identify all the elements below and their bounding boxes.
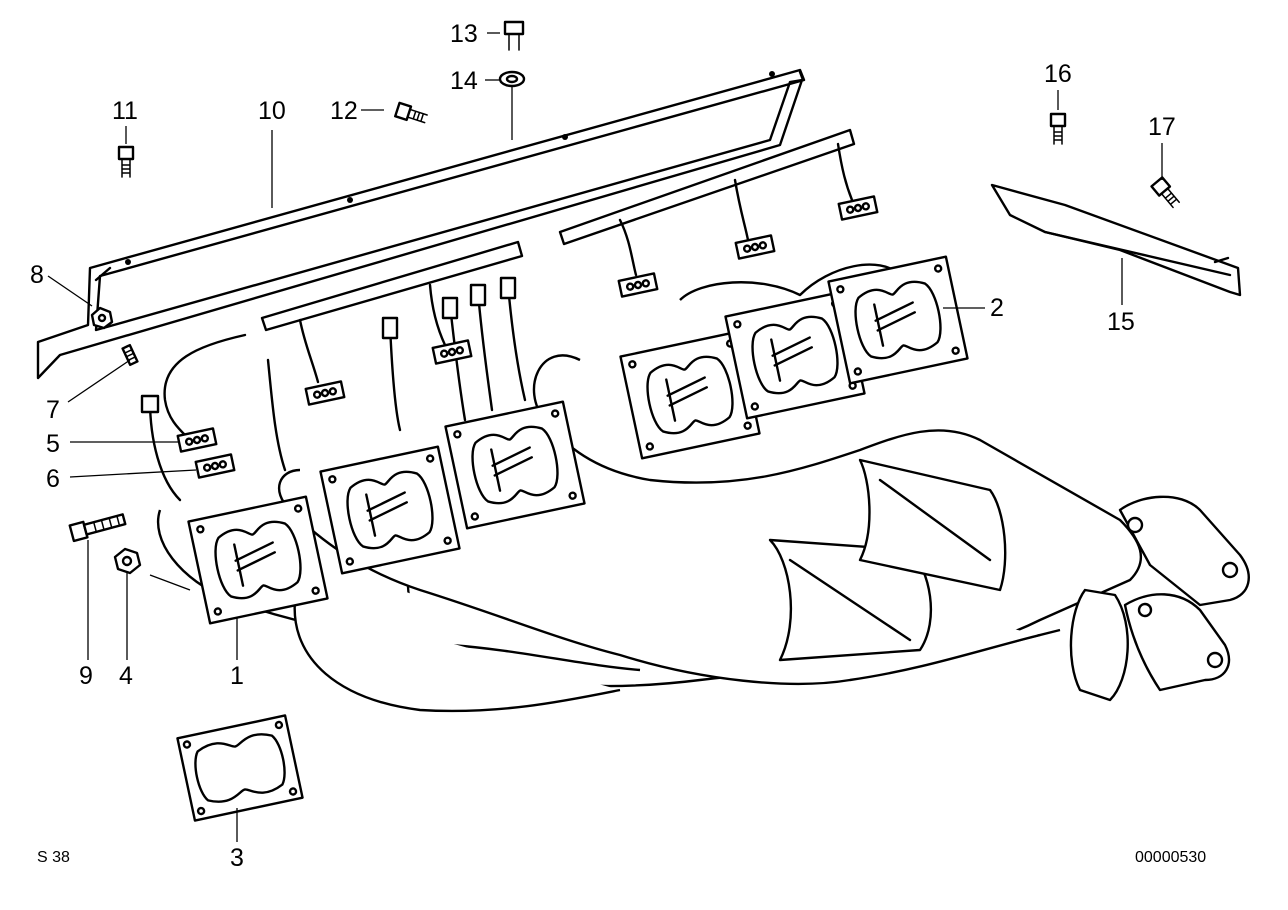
leader-lines bbox=[47, 32, 1163, 842]
nut-4 bbox=[113, 547, 142, 575]
sheet-code: S 38 bbox=[37, 849, 70, 866]
bolt-12 bbox=[394, 101, 430, 127]
image-number: 00000530 bbox=[1135, 849, 1206, 866]
callout-16: 16 bbox=[1044, 60, 1072, 88]
callout-2: 2 bbox=[990, 294, 1004, 322]
heat-shield bbox=[36, 68, 806, 380]
callout-8: 8 bbox=[30, 261, 44, 289]
stud-7 bbox=[121, 343, 139, 367]
callout-12: 12 bbox=[330, 97, 358, 125]
bolt-17 bbox=[1150, 176, 1183, 211]
sensor-tube-rail bbox=[140, 128, 879, 502]
callout-7: 7 bbox=[46, 396, 60, 424]
flange-cyl-3 bbox=[444, 400, 586, 530]
bolt-9 bbox=[68, 513, 127, 543]
callout-labels: 13 14 12 11 10 8 7 5 6 9 4 1 3 2 16 17 1… bbox=[30, 20, 1176, 872]
callout-4: 4 bbox=[119, 662, 133, 690]
callout-6: 6 bbox=[46, 465, 60, 493]
callout-17: 17 bbox=[1148, 113, 1176, 141]
exhaust-manifold-pipes bbox=[157, 263, 1250, 713]
callout-1: 1 bbox=[230, 662, 244, 690]
callout-3: 3 bbox=[230, 844, 244, 872]
callout-15: 15 bbox=[1107, 308, 1135, 336]
gasket-ring-6 bbox=[194, 453, 236, 479]
callout-14: 14 bbox=[450, 67, 478, 95]
bolt-11 bbox=[117, 145, 135, 179]
bolt-13 bbox=[503, 20, 525, 51]
callout-11: 11 bbox=[112, 97, 138, 125]
callout-10: 10 bbox=[258, 97, 286, 125]
bolt-16 bbox=[1049, 112, 1067, 146]
callout-13: 13 bbox=[450, 20, 478, 48]
shield-bracket-15 bbox=[990, 183, 1242, 297]
washer-14 bbox=[498, 70, 526, 88]
callout-5: 5 bbox=[46, 430, 60, 458]
nut-8 bbox=[90, 306, 114, 330]
gasket bbox=[176, 714, 304, 822]
callout-9: 9 bbox=[79, 662, 93, 690]
